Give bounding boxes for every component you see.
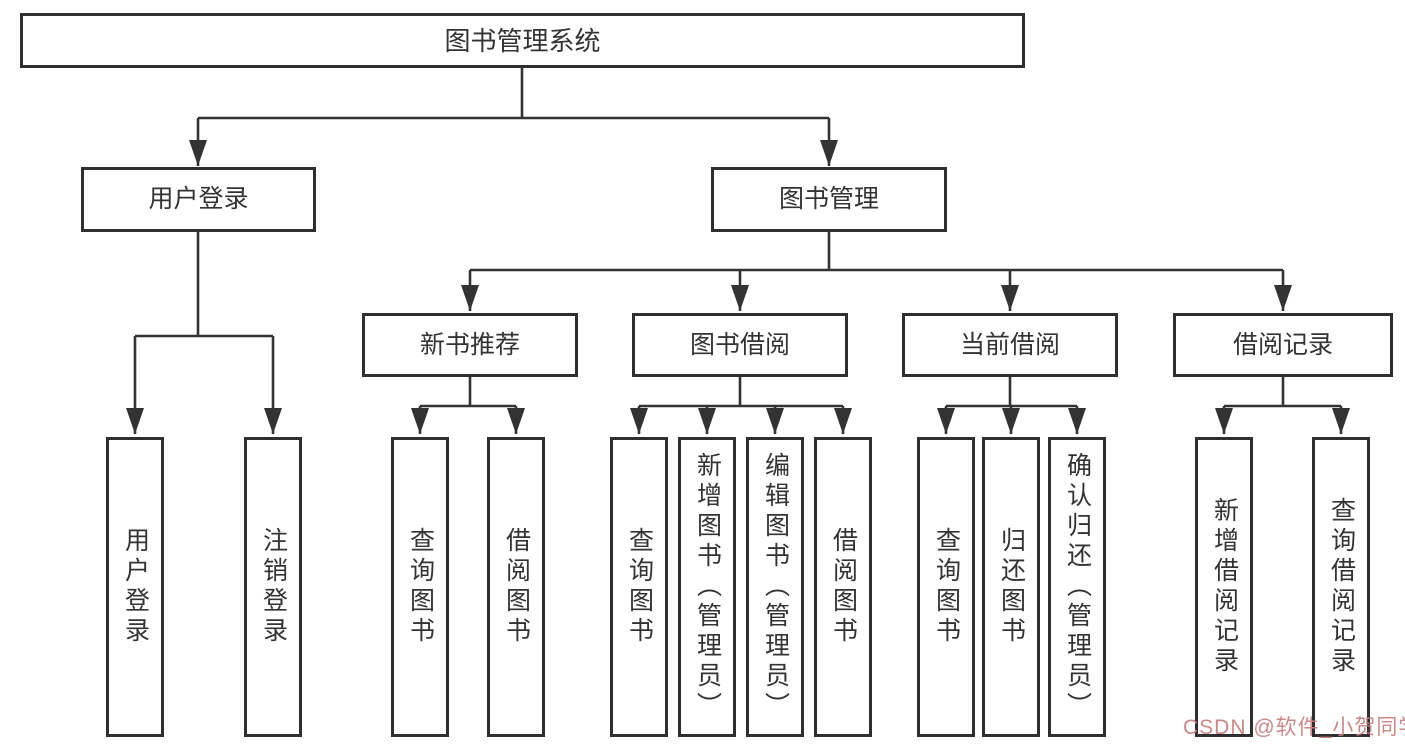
leaf-borrowing-add-books-admin-label: 新增图书（管理员） xyxy=(693,452,722,722)
node-current-borrowing-label: 当前借阅 xyxy=(959,330,1060,359)
leaf-logout-label: 注销登录 xyxy=(259,527,288,647)
leaf-borrowing-borrow-books: 借阅图书 xyxy=(814,437,872,737)
node-book-management: 图书管理 xyxy=(711,167,947,232)
leaf-current-return-books-label: 归还图书 xyxy=(997,527,1026,647)
leaf-borrowing-query-books-label: 查询图书 xyxy=(625,527,654,647)
leaf-borrowing-borrow-books-label: 借阅图书 xyxy=(829,527,858,647)
leaf-borrowing-add-books-admin: 新增图书（管理员） xyxy=(678,437,736,737)
leaf-current-confirm-return-admin: 确认归还（管理员） xyxy=(1048,437,1106,737)
node-root-label: 图书管理系统 xyxy=(444,25,601,56)
leaf-recommend-query-books-label: 查询图书 xyxy=(406,527,435,647)
leaf-borrowing-edit-books-admin-label: 编辑图书（管理员） xyxy=(761,452,790,722)
leaf-current-query-books: 查询图书 xyxy=(917,437,975,737)
leaf-borrowing-query-books: 查询图书 xyxy=(610,437,668,737)
leaf-current-return-books: 归还图书 xyxy=(982,437,1040,737)
leaf-borrowing-edit-books-admin: 编辑图书（管理员） xyxy=(746,437,804,737)
node-user-login-label: 用户登录 xyxy=(148,185,249,213)
node-book-management-label: 图书管理 xyxy=(778,185,879,213)
leaf-user-login-label: 用户登录 xyxy=(121,527,150,647)
leaf-recommend-borrow-books-label: 借阅图书 xyxy=(502,527,531,647)
leaf-records-add-record-label: 新增借阅记录 xyxy=(1210,497,1239,677)
leaf-records-query-record: 查询借阅记录 xyxy=(1312,437,1370,737)
leaf-records-add-record: 新增借阅记录 xyxy=(1195,437,1253,737)
leaf-current-query-books-label: 查询图书 xyxy=(932,527,961,647)
node-new-book-recommend-label: 新书推荐 xyxy=(419,330,520,359)
node-borrowing-records-label: 借阅记录 xyxy=(1232,330,1333,359)
leaf-recommend-borrow-books: 借阅图书 xyxy=(487,437,545,737)
node-new-book-recommend: 新书推荐 xyxy=(362,313,578,377)
node-root-library-management-system: 图书管理系统 xyxy=(20,13,1025,68)
leaf-records-query-record-label: 查询借阅记录 xyxy=(1327,497,1356,677)
node-current-borrowing: 当前借阅 xyxy=(902,313,1118,377)
leaf-recommend-query-books: 查询图书 xyxy=(391,437,449,737)
leaf-logout: 注销登录 xyxy=(244,437,302,737)
node-book-borrowing: 图书借阅 xyxy=(632,313,848,377)
node-borrowing-records: 借阅记录 xyxy=(1173,313,1393,377)
node-user-login: 用户登录 xyxy=(81,167,316,232)
node-book-borrowing-label: 图书借阅 xyxy=(689,330,790,359)
leaf-current-confirm-return-admin-label: 确认归还（管理员） xyxy=(1063,452,1092,722)
leaf-user-login: 用户登录 xyxy=(106,437,164,737)
csdn-watermark: CSDN @软件_小贺同学 xyxy=(1183,716,1405,739)
